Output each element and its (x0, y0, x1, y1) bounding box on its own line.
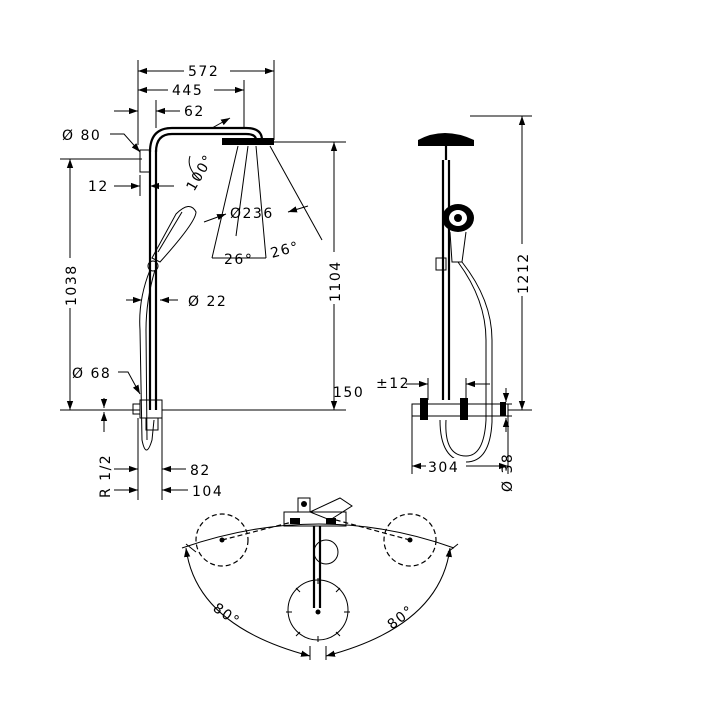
dim-head-dia-80: Ø 80 (62, 128, 101, 144)
dim-pipe-dia-22: Ø 22 (188, 294, 227, 310)
dim-angle-100: 100° (184, 152, 218, 194)
dim-spray-dia-236: Ø236 (230, 206, 274, 222)
dim-angle-26-left: 26° (224, 252, 253, 268)
side-hose (439, 261, 493, 463)
wall-bracket-top (139, 149, 151, 173)
dim-572: 572 (188, 64, 219, 80)
top-view: 80° 80° (181, 497, 459, 660)
dim-angle-26-right: 26° (269, 239, 301, 262)
dim-445: 445 (172, 83, 203, 99)
top-shower-arm (312, 526, 322, 608)
shower-hose (139, 269, 156, 451)
dim-82: 82 (190, 463, 211, 479)
dim-62: 62 (184, 104, 205, 120)
dim-1212: 1212 (516, 252, 532, 294)
front-view: 572 445 62 Ø 80 12 100° Ø236 26° 26° (60, 60, 364, 500)
riser-pipe (148, 150, 158, 410)
dim-150: 150 (333, 385, 364, 401)
side-holder (435, 257, 447, 271)
hand-shower (151, 206, 197, 263)
dim-1104: 1104 (328, 260, 344, 302)
dim-dia-38: Ø 38 (500, 453, 516, 492)
dim-tolerance-12: ±12 (376, 376, 410, 392)
dim-swivel-right-80: 80° (385, 602, 418, 633)
dim-12: 12 (88, 179, 109, 195)
side-view: 1212 ±12 304 Ø 38 (376, 115, 532, 492)
side-riser-pipe (441, 160, 451, 400)
hand-shower-holder (147, 260, 159, 272)
dim-104: 104 (192, 484, 223, 500)
dim-1038: 1038 (64, 264, 80, 306)
top-hand-shower (313, 539, 339, 565)
dim-mixer-dia-68: Ø 68 (72, 366, 111, 382)
dim-thread-r12: R 1/2 (98, 454, 114, 498)
dim-304: 304 (428, 460, 459, 476)
side-overhead-shower (418, 133, 474, 146)
shower-arm (148, 126, 264, 153)
overhead-shower-head (222, 138, 274, 145)
